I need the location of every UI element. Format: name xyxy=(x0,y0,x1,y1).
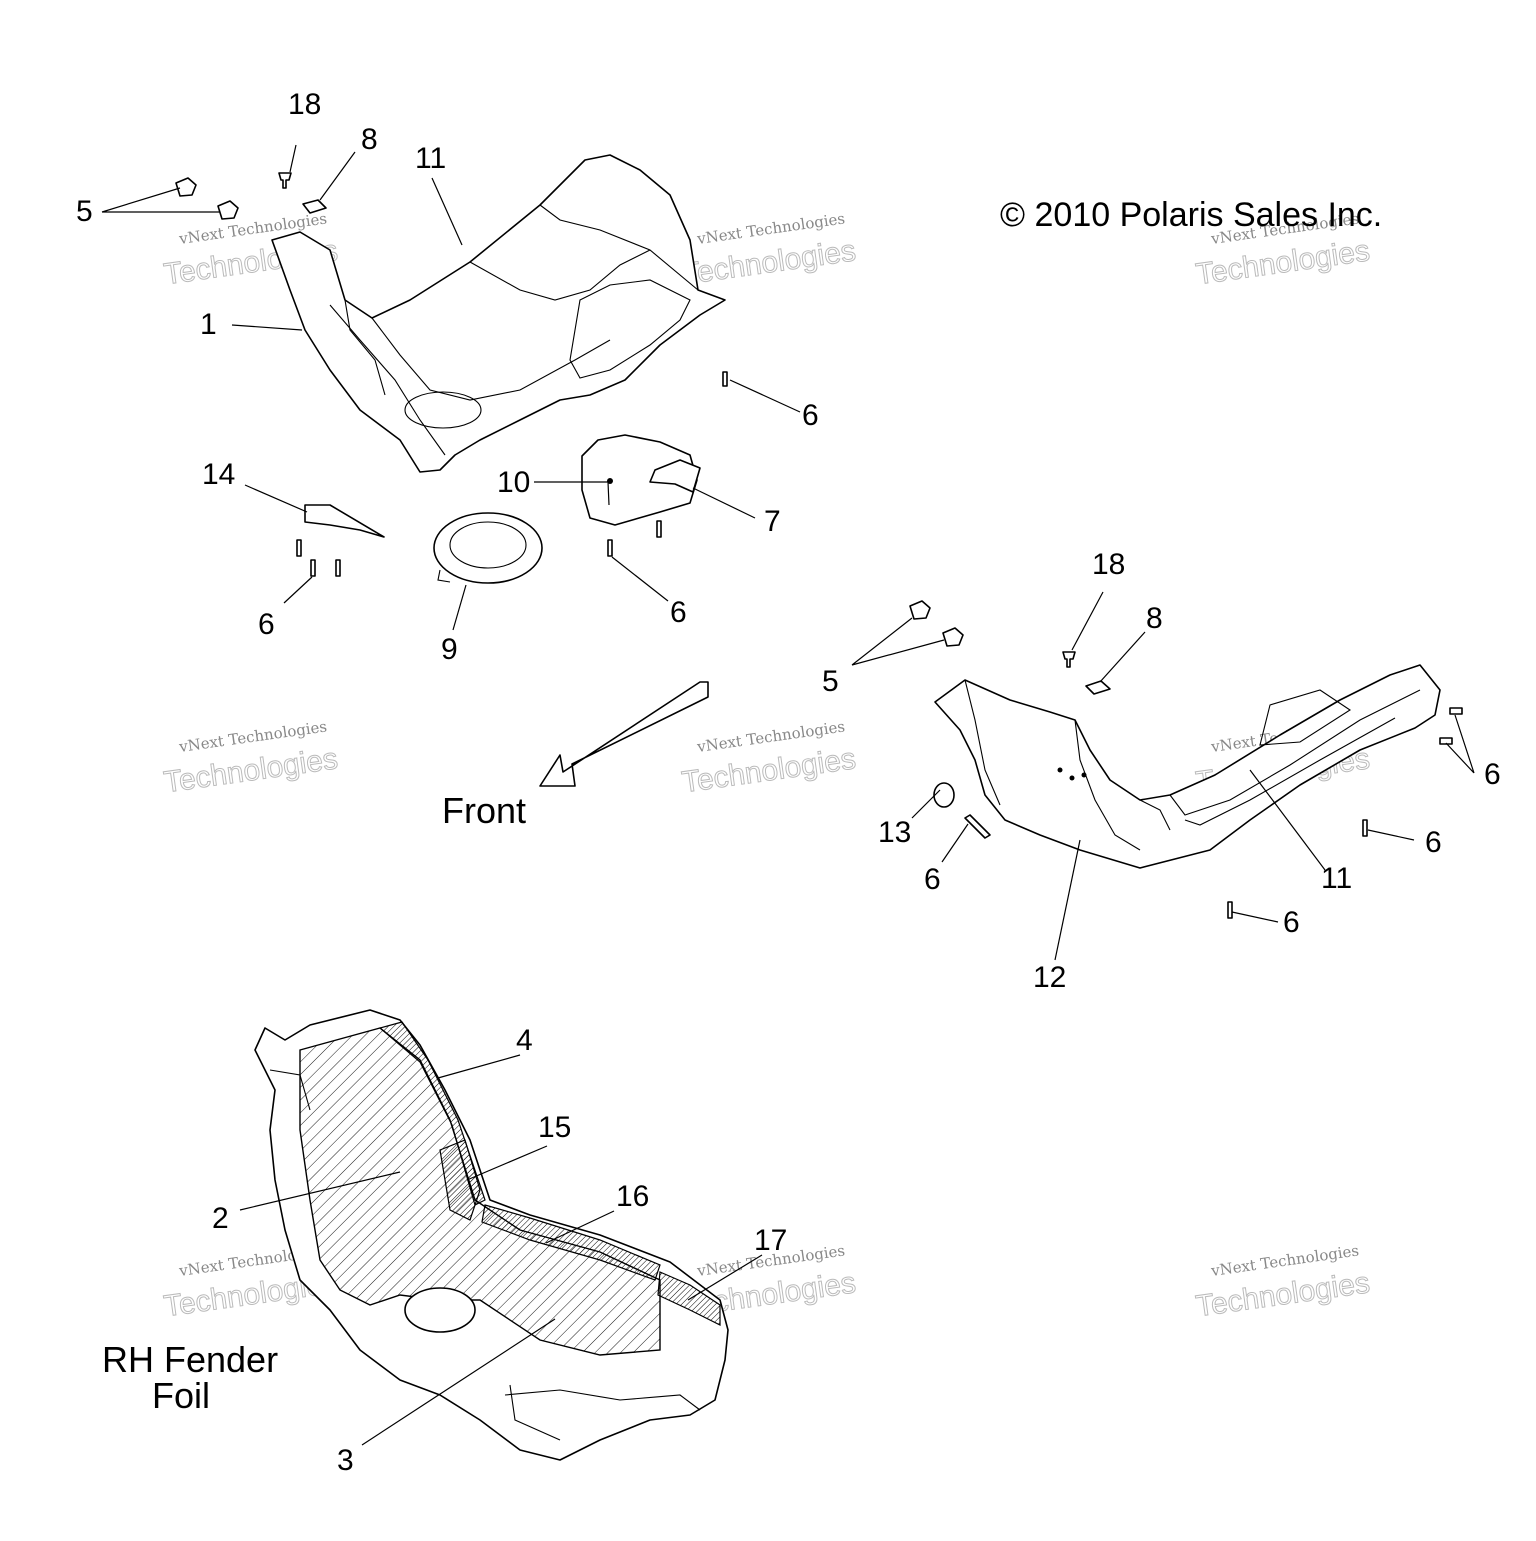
rivet-6 xyxy=(1449,707,1463,715)
callout-11: 11 xyxy=(415,142,446,175)
foil-part-16 xyxy=(481,1204,661,1281)
section-label-line2: Foil xyxy=(152,1375,210,1416)
callout-6: 6 xyxy=(1425,826,1442,859)
callout-14: 14 xyxy=(202,458,235,491)
callout-1: 1 xyxy=(200,308,217,341)
rivet-6 xyxy=(722,371,728,387)
clip-8 xyxy=(302,199,327,214)
callout-13: 13 xyxy=(878,816,911,849)
callout-5: 5 xyxy=(76,195,93,228)
watermark: vNext Technologies Technologies xyxy=(679,717,858,799)
callout-2: 2 xyxy=(212,1202,229,1235)
callout-12: 12 xyxy=(1033,961,1066,994)
callout-6: 6 xyxy=(670,596,687,629)
callout-4: 4 xyxy=(516,1024,533,1057)
callout-6: 6 xyxy=(1484,758,1501,791)
screw-18 xyxy=(1062,651,1076,668)
callout-11: 11 xyxy=(1321,862,1352,895)
watermark: vNext Technologies Technologies xyxy=(679,209,858,291)
fender-hole xyxy=(404,1287,476,1333)
watermark: vNext Technologies Technologies xyxy=(1193,1241,1372,1323)
hardware-top-left xyxy=(175,172,728,387)
callout-5: 5 xyxy=(822,665,839,698)
front-label: Front xyxy=(442,790,526,831)
bracket-14 xyxy=(296,504,385,577)
deflector-7 xyxy=(649,459,701,493)
callout-6: 6 xyxy=(1283,906,1300,939)
copyright-text: © 2010 Polaris Sales Inc. xyxy=(1000,196,1382,234)
plug-13 xyxy=(933,782,955,808)
callout-3: 3 xyxy=(337,1444,354,1477)
watermark: vNext Technologies Technologies xyxy=(161,717,340,799)
foil-part-15 xyxy=(439,1139,481,1221)
callout-16: 16 xyxy=(616,1180,649,1213)
leader-lines xyxy=(101,144,1475,1446)
callout-17: 17 xyxy=(754,1224,787,1257)
clip-8 xyxy=(1085,680,1111,695)
fender-assembly-bottom xyxy=(254,1009,729,1461)
fender-hole xyxy=(404,391,482,429)
push-rivet-5 xyxy=(909,600,931,620)
front-arrow xyxy=(539,681,709,787)
callout-9: 9 xyxy=(441,633,458,666)
section-label-line1: RH Fender xyxy=(102,1339,278,1380)
rivet-6 xyxy=(964,814,991,839)
callout-18: 18 xyxy=(288,88,321,121)
callout-8: 8 xyxy=(361,123,378,156)
rivet-6 xyxy=(1439,737,1453,745)
cover-10 xyxy=(581,434,701,557)
callout-labels: 18 8 11 5 1 6 14 10 7 6 9 6 18 8 5 6 6 1… xyxy=(76,88,1501,1477)
fender-part-1 xyxy=(271,154,726,473)
rivet-6 xyxy=(1362,819,1368,837)
callout-7: 7 xyxy=(764,505,781,538)
callout-10: 10 xyxy=(497,466,530,499)
screw-18 xyxy=(278,172,292,189)
fender-assembly-right xyxy=(934,664,1441,869)
callout-6: 6 xyxy=(802,399,819,432)
push-rivet-5 xyxy=(175,177,197,197)
callout-6: 6 xyxy=(258,608,275,641)
push-rivet-5 xyxy=(942,627,964,647)
push-rivet-5 xyxy=(217,200,239,220)
fender-part-12 xyxy=(934,664,1441,869)
hardware-right xyxy=(909,600,1463,919)
callout-18: 18 xyxy=(1092,548,1125,581)
fender-assembly-top-left xyxy=(271,154,726,473)
callout-8: 8 xyxy=(1146,602,1163,635)
foil-part-17 xyxy=(657,1271,721,1326)
rivet-6 xyxy=(1227,901,1233,919)
grommet-9 xyxy=(433,512,543,584)
callout-6: 6 xyxy=(924,863,941,896)
callout-15: 15 xyxy=(538,1111,571,1144)
